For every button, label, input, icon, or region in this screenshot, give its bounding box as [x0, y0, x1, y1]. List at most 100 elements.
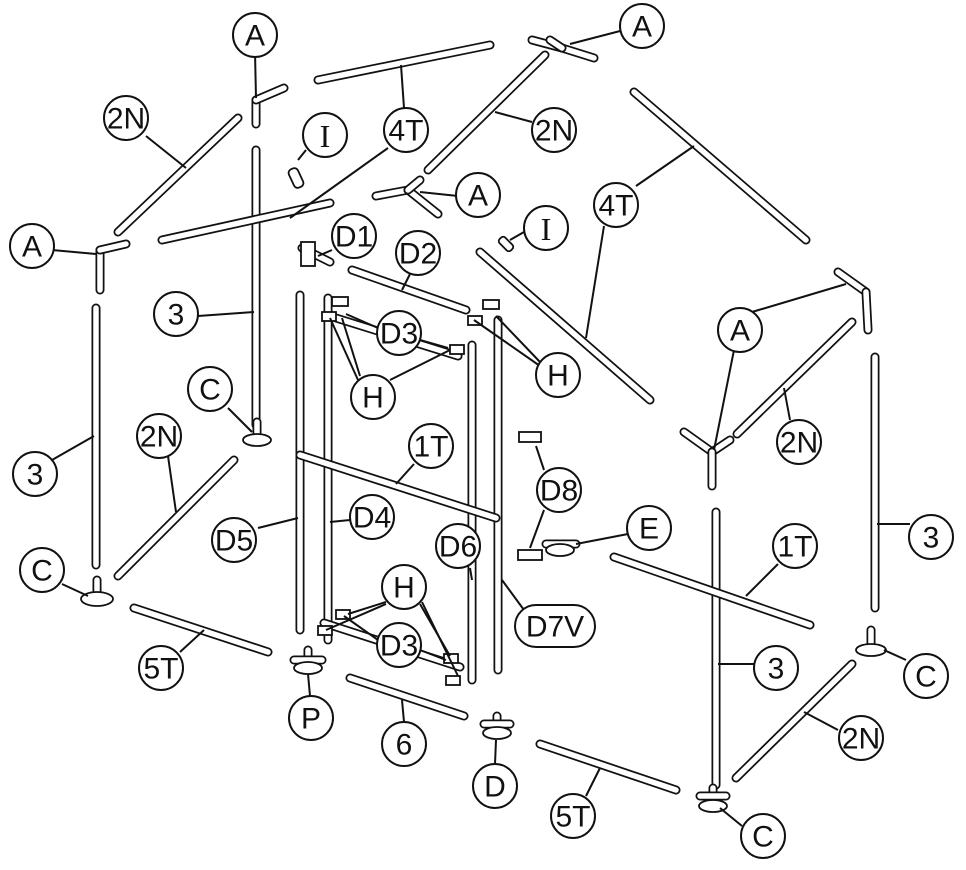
callout-c-left: C [19, 547, 65, 593]
fitting-a-right-arm [833, 267, 871, 297]
callout-d3-top-label: D3 [380, 318, 418, 351]
callout-d5: D5 [211, 517, 257, 563]
callout-d2-leader-1 [401, 273, 411, 291]
bracket-h-3 [449, 344, 465, 355]
callout-i-right-leader-1 [509, 231, 525, 241]
callout-2n-top-mid-leader-1 [494, 111, 533, 123]
callout-4t-top-leader-1 [400, 64, 405, 109]
callout-6: 6 [381, 721, 427, 767]
callout-2n-left-leader-1 [167, 455, 177, 513]
callout-2n-left-label: 2N [140, 421, 178, 454]
callout-5t-right-leader-1 [585, 767, 601, 797]
fitting-a-mid-arm2 [403, 185, 443, 219]
callout-1t-right-leader-1 [745, 563, 779, 597]
callout-h-mid-leader-1 [341, 317, 361, 377]
callout-d1-label: D1 [335, 221, 373, 254]
callout-a-right: A [717, 307, 763, 353]
callout-1t-right-label: 1T [777, 531, 812, 564]
callout-c-upper: C [187, 366, 233, 412]
callout-a-right-leader-2 [713, 349, 735, 451]
callout-h-mid-label: H [362, 382, 384, 415]
callout-3-upper-leader-1 [197, 311, 255, 317]
pipe-2n-left [113, 455, 239, 581]
callout-c-left-label: C [31, 555, 53, 588]
callout-a-top-label: A [245, 20, 265, 53]
pipe-5t-left [129, 603, 273, 657]
callout-a-left-label: A [22, 231, 42, 264]
base-plate-d [482, 726, 512, 740]
bracket-h-2 [321, 311, 337, 322]
callout-d3-top-leader-2 [419, 339, 449, 349]
pipe-4t-right-top [629, 87, 811, 245]
callout-c-right: C [903, 653, 949, 699]
callout-a-mid-leader-1 [419, 191, 459, 197]
callout-a-mid: A [455, 172, 501, 218]
callout-a-top-right-leader-1 [569, 29, 625, 45]
callout-1t-door-label: 1T [413, 431, 448, 464]
callout-c-bottom-label: C [752, 821, 774, 854]
callout-2n-top-left-label: 2N [107, 103, 145, 136]
callout-d3-bottom-label: D3 [380, 630, 418, 663]
callout-d7v: D7V [514, 604, 596, 648]
callout-2n-top-mid: 2N [531, 107, 577, 153]
callout-h-bottom-leader-4 [421, 601, 459, 677]
callout-d5-leader-1 [257, 517, 299, 529]
callout-2n-bottom-right-label: 2N [842, 723, 880, 756]
pipe-1t-door [295, 450, 501, 523]
callout-d-leader-1 [494, 739, 497, 765]
callout-5t-left: 5T [138, 645, 184, 691]
callout-h-mid-leader-2 [329, 317, 359, 381]
callout-a-right-leader-1 [751, 283, 847, 313]
callout-4t-right: 4T [593, 182, 639, 228]
callout-2n-bottom-right-leader-1 [803, 711, 839, 731]
callout-d8: D8 [536, 467, 582, 513]
callout-2n-bottom-right: 2N [838, 715, 884, 761]
callout-a-top-right-label: A [632, 11, 652, 44]
callout-2n-right-label: 2N [780, 427, 818, 460]
callout-d2: D2 [395, 230, 441, 276]
callout-d1: D1 [331, 213, 377, 259]
pipe-1t-right [609, 552, 815, 630]
pipe-d2 [347, 265, 471, 315]
callout-3-bottom: 3 [753, 645, 799, 691]
callout-d7v-label: D7V [526, 611, 584, 644]
pipe-4t-right [475, 247, 655, 405]
callout-i-left: I [302, 112, 348, 158]
callout-d3-top-leader-1 [345, 313, 379, 329]
callout-h-bottom-leader-1 [347, 601, 387, 615]
callout-3-right: 3 [908, 514, 954, 560]
bracket-h-6 [335, 609, 351, 620]
callout-a-top-leader-1 [254, 51, 257, 99]
callout-h-right: H [535, 352, 581, 398]
fitting-a-mid-arm1 [371, 185, 413, 201]
callout-d8-leader-1 [535, 445, 545, 471]
callout-4t-top-label: 4T [388, 115, 423, 148]
callout-h-mid: H [350, 374, 396, 420]
leader-lines [51, 29, 910, 827]
callout-d3-top: D3 [376, 310, 422, 356]
fitting-a-topright-arm2 [557, 43, 599, 63]
base-plate-c-left [80, 591, 114, 607]
callout-d: D [472, 763, 518, 809]
callout-i-left-leader-1 [297, 149, 307, 161]
callout-d4-leader-1 [329, 519, 351, 523]
callout-p: P [288, 695, 334, 741]
base-plate-c-right [855, 643, 887, 657]
callout-1t-right: 1T [772, 523, 818, 569]
callout-a-left-leader-1 [51, 249, 97, 255]
fitting-a-left-arm [95, 239, 131, 255]
callout-i-right: I [523, 205, 569, 251]
pipe-2n-bottom-right [731, 659, 857, 783]
callout-6-leader-1 [401, 699, 405, 723]
callout-a-right-label: A [730, 315, 750, 348]
callout-d1-leader-1 [317, 249, 333, 257]
base-plate-c-upper [242, 433, 272, 447]
callout-2n-left: 2N [136, 413, 182, 459]
callout-c-right-leader-1 [883, 649, 907, 661]
callout-2n-top-left-leader-1 [145, 135, 187, 169]
callout-3-bottom-label: 3 [768, 653, 785, 686]
pipe-5t-right [535, 739, 681, 795]
callout-h-bottom-label: H [393, 572, 415, 605]
